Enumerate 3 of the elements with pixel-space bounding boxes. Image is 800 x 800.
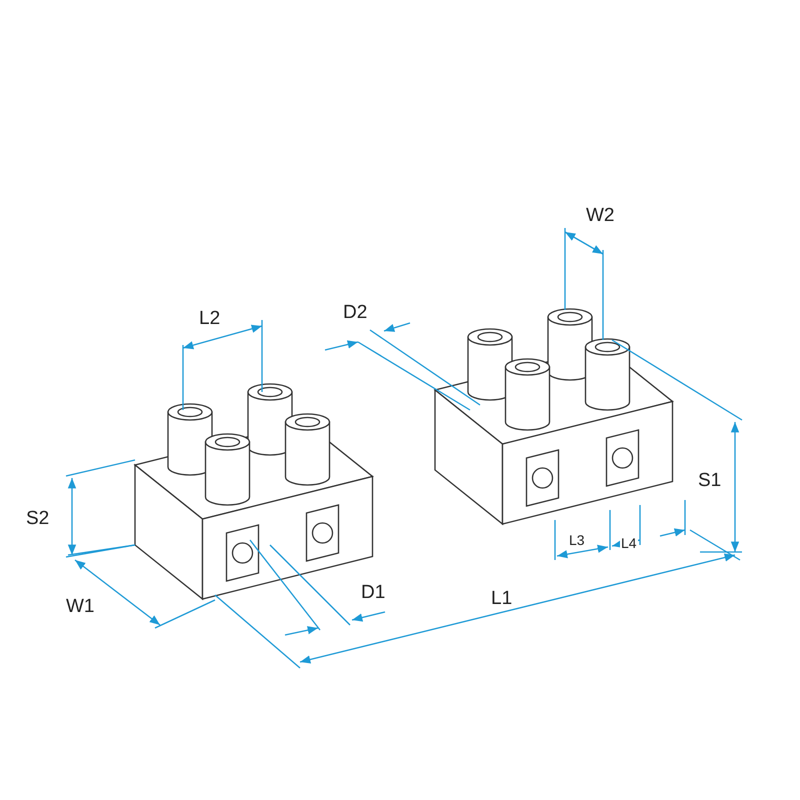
dimension-label: L3 bbox=[568, 532, 586, 548]
dimension-label: L1 bbox=[490, 588, 514, 609]
dimension-label: L4 bbox=[620, 535, 638, 551]
